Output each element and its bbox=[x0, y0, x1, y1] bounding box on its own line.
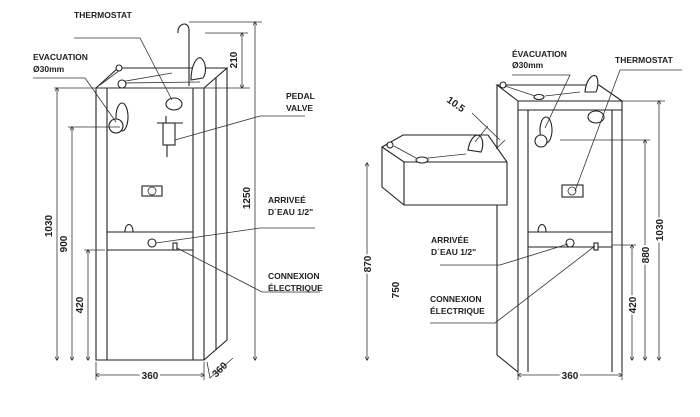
electrique-label: ÉLECTRIQUE bbox=[430, 306, 485, 316]
evacuation-size-label: Ø30mm bbox=[33, 64, 65, 74]
pedal-label: PEDAL bbox=[286, 91, 315, 101]
dim-420: 420 bbox=[75, 296, 86, 313]
arrivee-label: ARRIVEÉ bbox=[268, 195, 306, 205]
thermostat-label: THERMOSTAT bbox=[615, 55, 674, 65]
drain-icon bbox=[533, 93, 545, 101]
pedal-valve-icon bbox=[162, 122, 176, 146]
left-fountain-body bbox=[95, 23, 229, 361]
left-leader-lines bbox=[33, 37, 320, 293]
evacuation-pipe-icon bbox=[108, 118, 124, 134]
dim-1030: 1030 bbox=[44, 214, 55, 237]
right-leader-lines bbox=[430, 69, 682, 324]
dim-210: 210 bbox=[229, 51, 240, 68]
evacuation-label: ÉVACUATION bbox=[512, 49, 567, 59]
drain-icon bbox=[117, 79, 127, 89]
valve-label: VALVE bbox=[286, 103, 313, 113]
faucet-icon bbox=[177, 23, 190, 86]
dim-10-5: 10.5 bbox=[444, 95, 467, 115]
thermostat-icon bbox=[587, 110, 605, 124]
electrique-label: ÉLECTRIQUE bbox=[268, 283, 323, 293]
dim-1030: 1030 bbox=[655, 218, 666, 241]
eau-label: D´EAU 1/2" bbox=[431, 247, 476, 257]
evacuation-pipe-icon bbox=[534, 134, 548, 148]
dim-1250: 1250 bbox=[242, 186, 253, 209]
wall-basin bbox=[381, 134, 508, 206]
connexion-label: CONNEXION bbox=[268, 271, 319, 281]
evacuation-size-label: Ø30mm bbox=[512, 60, 544, 70]
left-dimension-lines bbox=[54, 22, 262, 380]
bubbler-icon bbox=[190, 57, 206, 81]
switch-icon bbox=[141, 185, 163, 197]
connexion-label: CONNEXION bbox=[430, 294, 481, 304]
dim-880: 880 bbox=[641, 246, 652, 263]
thermostat-icon bbox=[165, 97, 183, 111]
left-labels: THERMOSTAT EVACUATION Ø30mm PEDAL VALVE … bbox=[33, 10, 323, 384]
dim-900: 900 bbox=[59, 235, 70, 252]
switch-icon bbox=[561, 184, 584, 198]
evacuation-label: EVACUATION bbox=[33, 52, 88, 62]
arrivee-label: ARRIVÉE bbox=[431, 235, 469, 245]
right-labels: ÉVACUATION Ø30mm THERMOSTAT ARRIVÉE D´EA… bbox=[361, 49, 674, 384]
dim-360-width: 360 bbox=[562, 371, 579, 382]
dim-870: 870 bbox=[363, 255, 374, 272]
dim-420: 420 bbox=[628, 296, 639, 313]
dim-360-width: 360 bbox=[142, 371, 159, 382]
knob-icon bbox=[499, 81, 507, 89]
right-dimension-lines bbox=[367, 101, 665, 380]
thermostat-label: THERMOSTAT bbox=[74, 10, 133, 20]
right-fountain-body bbox=[381, 75, 624, 373]
bubbler-icon bbox=[584, 75, 599, 93]
dim-750: 750 bbox=[391, 281, 402, 298]
knob-icon bbox=[115, 64, 123, 72]
eau-label: D´EAU 1/2" bbox=[268, 207, 313, 217]
